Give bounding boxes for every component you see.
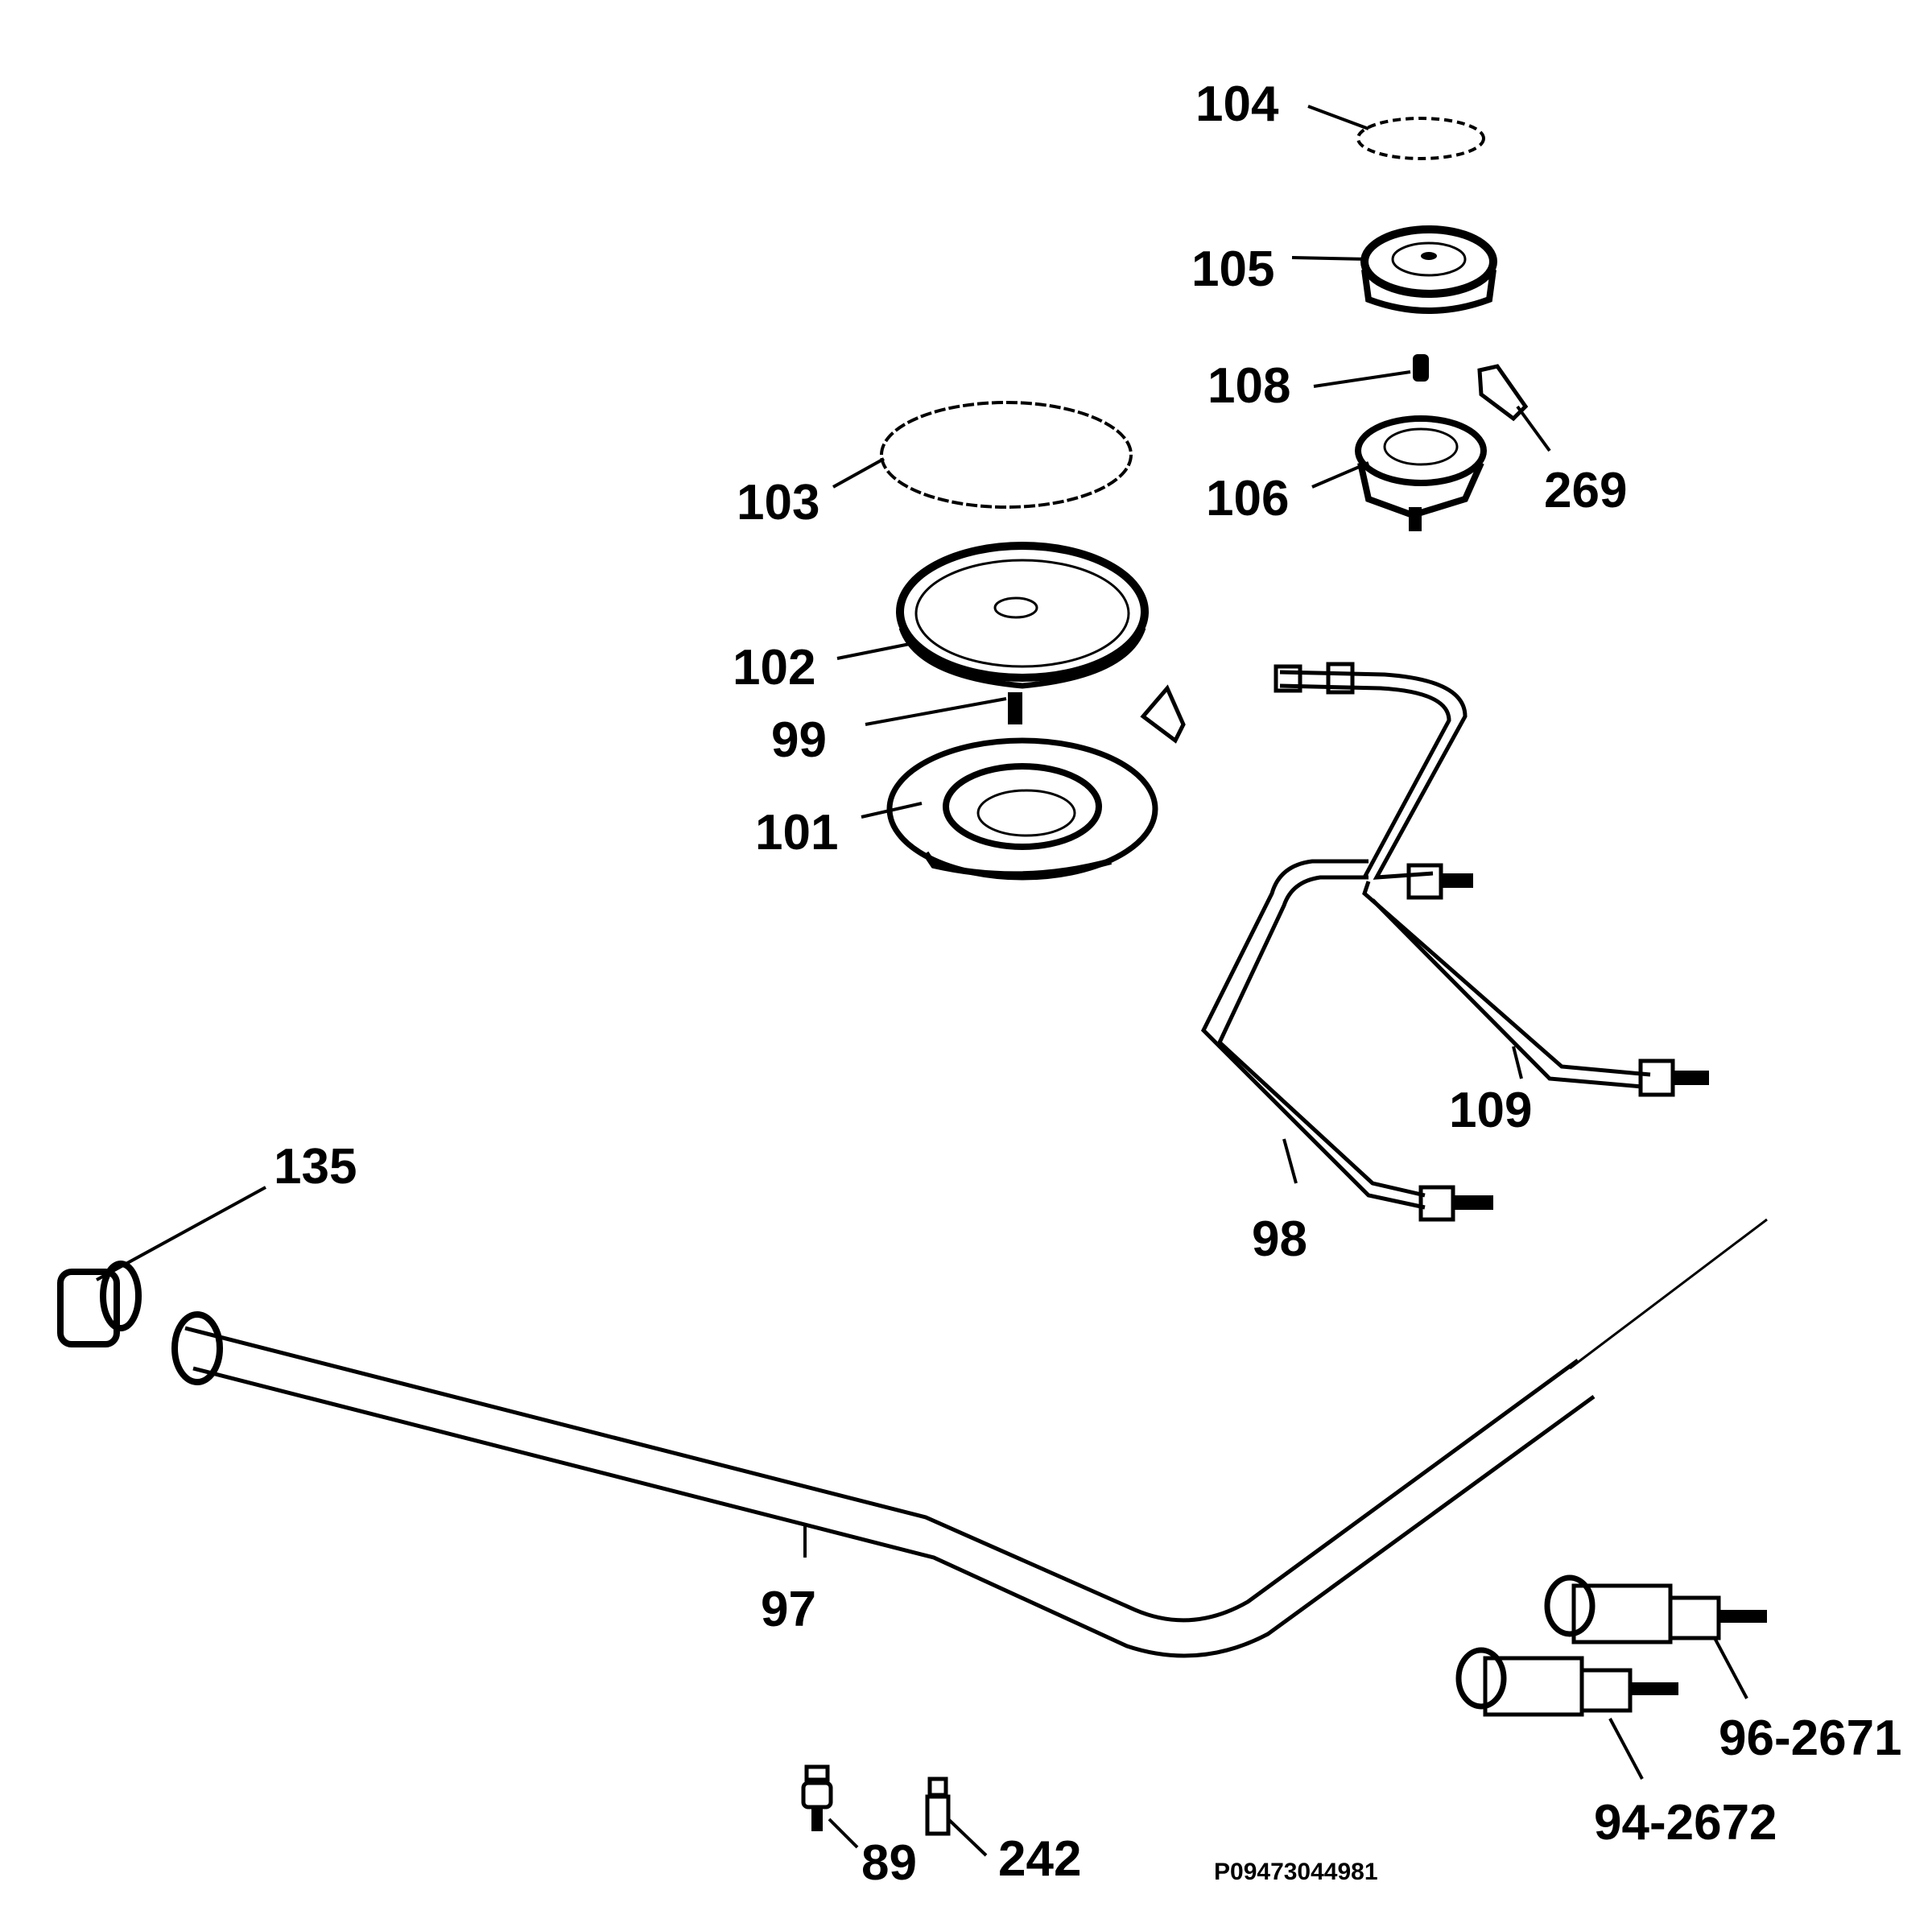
part-101-burner-ring <box>861 737 1158 881</box>
part-98-gas-pipe <box>1200 859 1493 1222</box>
label-99: 99 <box>771 712 827 768</box>
label-108: 108 <box>1208 358 1290 414</box>
label-109: 109 <box>1449 1083 1532 1138</box>
label-104: 104 <box>1195 76 1279 132</box>
label-96-2671: 96-2671 <box>1719 1710 1902 1766</box>
label-242: 242 <box>998 1831 1081 1887</box>
part-96-valve <box>1544 1574 1767 1699</box>
label-105: 105 <box>1191 241 1274 297</box>
label-102: 102 <box>733 640 815 695</box>
label-106: 106 <box>1206 471 1289 526</box>
part-105-burner-cap <box>1291 225 1497 314</box>
label-135: 135 <box>274 1139 357 1195</box>
part-102-burner-crown <box>836 542 1149 689</box>
part-242-fitting <box>925 1777 988 1857</box>
part-108-injector <box>1313 354 1429 388</box>
part-104-ring <box>1307 105 1485 160</box>
label-103: 103 <box>737 475 819 530</box>
part-269-clip <box>1477 364 1551 452</box>
label-269: 269 <box>1544 463 1627 518</box>
part-94-valve <box>1455 1647 1678 1780</box>
part-106-burner-base <box>1311 415 1487 531</box>
label-94-2672: 94-2672 <box>1594 1795 1777 1851</box>
part-clip <box>1140 684 1186 744</box>
part-135-elbow-fitting <box>57 1186 266 1347</box>
label-89: 89 <box>861 1835 917 1891</box>
part-97-gas-rail <box>171 1218 1768 1658</box>
label-97: 97 <box>761 1582 816 1637</box>
part-89-fitting <box>801 1764 859 1849</box>
part-99-pin <box>865 692 1022 726</box>
label-101: 101 <box>755 805 838 860</box>
part-103-ring <box>832 401 1133 509</box>
label-98: 98 <box>1252 1211 1307 1267</box>
drawing-code: P09473044981 <box>1214 1859 1378 1885</box>
part-109-gas-pipe <box>1274 662 1709 1097</box>
